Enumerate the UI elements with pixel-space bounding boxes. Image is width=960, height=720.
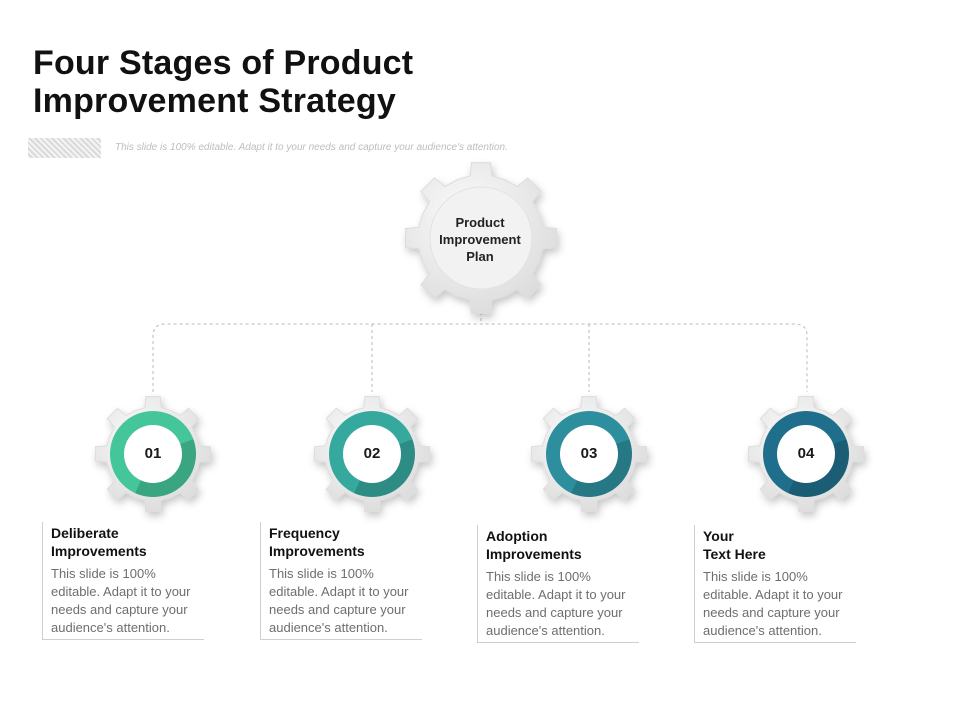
center-gear-icon [405, 162, 557, 314]
stage-card-01: Deliberate Improvements This slide is 10… [42, 522, 204, 640]
stage-gear-icon-03 [531, 396, 647, 512]
stage-card-title: Your Text Here [703, 528, 766, 562]
stage-card-03: Adoption Improvements This slide is 100%… [477, 525, 639, 643]
stage-inner-disc [560, 425, 618, 483]
stage-inner-disc [343, 425, 401, 483]
stage-card-02: Frequency Improvements This slide is 100… [260, 522, 422, 640]
subtitle-placeholder-swatch [28, 138, 101, 158]
stage-gears [95, 396, 864, 512]
stage-card-body: This slide is 100% editable. Adapt it to… [269, 566, 409, 635]
slide-title: Four Stages of Product Improvement Strat… [33, 44, 414, 120]
stage-inner-disc [124, 425, 182, 483]
stage-card-body: This slide is 100% editable. Adapt it to… [51, 566, 191, 635]
connector-lines [152, 312, 808, 392]
stage-number-02: 02 [363, 445, 381, 462]
stage-number-01: 01 [144, 445, 162, 462]
slide-subtitle: This slide is 100% editable. Adapt it to… [115, 142, 508, 153]
stage-card-title: Frequency Improvements [269, 525, 365, 559]
stage-gear-icon-04 [748, 396, 864, 512]
center-label: Product Improvement Plan [439, 215, 521, 264]
stage-card-04: Your Text Here This slide is 100% editab… [694, 525, 856, 643]
stage-card-title: Deliberate Improvements [51, 525, 147, 559]
stage-gear-icon-02 [314, 396, 430, 512]
stage-gear-icon-01 [95, 396, 211, 512]
stage-number-03: 03 [580, 445, 598, 462]
stage-inner-disc [777, 425, 835, 483]
connector-bus [152, 323, 808, 392]
stage-card-body: This slide is 100% editable. Adapt it to… [703, 569, 843, 638]
stage-card-body: This slide is 100% editable. Adapt it to… [486, 569, 626, 638]
stage-card-title: Adoption Improvements [486, 528, 582, 562]
stage-number-04: 04 [797, 445, 815, 462]
